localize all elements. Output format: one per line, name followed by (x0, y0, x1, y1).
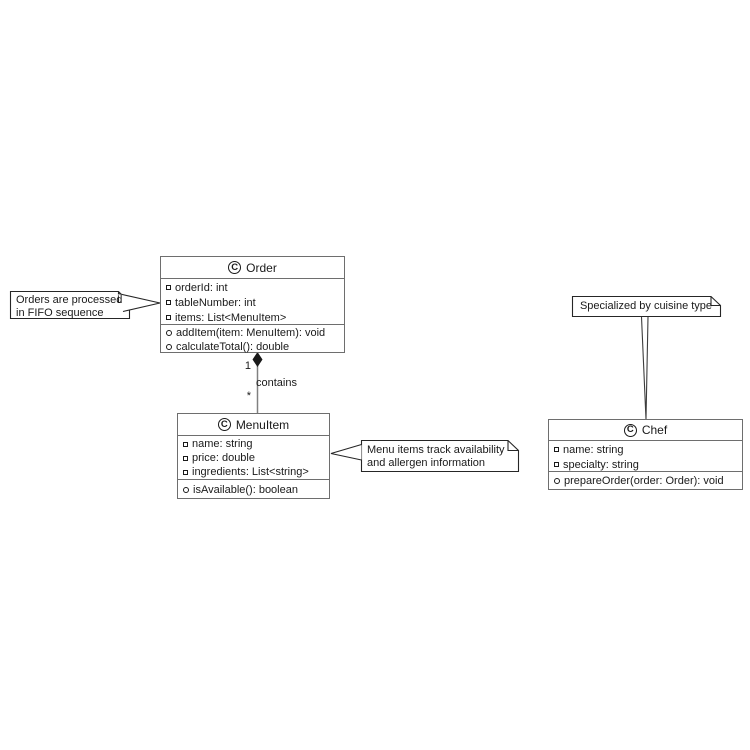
note-cuisine-shape (571, 295, 722, 318)
attributes-section: name: string specialty: string (549, 441, 742, 472)
note-line: Specialized by cuisine type (579, 300, 713, 312)
class-box-order: C Order orderId: int tableNumber: int it… (160, 256, 345, 353)
attribute-row: items: List<MenuItem> (161, 310, 344, 325)
note-availability-shape (360, 439, 520, 473)
attribute-row: price: double (178, 451, 329, 465)
method-row: prepareOrder(order: Order): void (549, 472, 742, 489)
note-line: Menu items track availability (367, 444, 505, 456)
class-box-menuitem: C MenuItem name: string price: double in… (177, 413, 330, 499)
method-marker-icon (183, 486, 189, 493)
class-title-menuitem: C MenuItem (178, 414, 329, 436)
note-line: Orders are processed (16, 294, 123, 306)
cardinality-target: * (246, 390, 251, 402)
method-text: prepareOrder(order: Order): void (564, 474, 724, 487)
attribute-marker-icon (554, 447, 559, 452)
attribute-marker-icon (183, 455, 188, 461)
attribute-row: name: string (178, 437, 329, 451)
method-marker-icon (166, 330, 172, 336)
methods-section: prepareOrder(order: Order): void (549, 472, 742, 489)
class-name: Chef (641, 423, 668, 437)
attribute-marker-icon (166, 315, 171, 320)
method-text: isAvailable(): boolean (193, 483, 298, 496)
attribute-text: specialty: string (563, 458, 639, 471)
class-annotation-icon: C (228, 261, 242, 274)
method-text: calculateTotal(): double (176, 341, 290, 353)
note-cuisine: Specialized by cuisine type (572, 300, 720, 313)
note-fifo-pointer (117, 292, 161, 313)
attribute-text: tableNumber: int (175, 296, 256, 309)
attribute-text: name: string (563, 443, 624, 456)
cardinality-source: 1 (244, 360, 251, 372)
composition-diamond-icon (252, 352, 263, 367)
note-fifo: Orders are processed in FIFO sequence (16, 294, 122, 320)
attribute-marker-icon (166, 300, 171, 305)
attribute-marker-icon (183, 469, 188, 475)
methods-section: isAvailable(): boolean (178, 480, 329, 499)
note-line: and allergen information (367, 457, 486, 469)
method-row: calculateTotal(): double (161, 340, 344, 354)
class-title-chef: C Chef (549, 420, 742, 441)
note-cuisine-fold-icon (710, 296, 721, 307)
note-cuisine-pointer (640, 316, 649, 420)
attribute-text: price: double (192, 452, 255, 464)
methods-section: addItem(item: MenuItem): void calculateT… (161, 325, 344, 354)
method-marker-icon (554, 477, 560, 484)
attribute-marker-icon (166, 285, 171, 290)
attribute-text: name: string (192, 438, 253, 450)
attribute-text: items: List<MenuItem> (175, 311, 287, 324)
attribute-marker-icon (554, 462, 559, 467)
class-annotation-icon: C (217, 418, 231, 431)
class-annotation-icon: C (623, 423, 637, 437)
attribute-row: specialty: string (549, 457, 742, 472)
attribute-text: orderId: int (175, 281, 228, 294)
relationship-label: contains (256, 377, 297, 389)
attribute-marker-icon (183, 441, 188, 447)
attribute-text: ingredients: List<string> (192, 466, 309, 478)
note-availability-pointer (330, 443, 362, 461)
note-availability-fold-icon (507, 440, 519, 452)
method-row: isAvailable(): boolean (178, 480, 329, 499)
method-text: addItem(item: MenuItem): void (176, 327, 326, 339)
attribute-row: orderId: int (161, 280, 344, 295)
note-availability: Menu items track availability and allerg… (367, 444, 505, 470)
class-title-order: C Order (161, 257, 344, 279)
method-marker-icon (166, 344, 172, 350)
class-name: MenuItem (235, 417, 290, 432)
attribute-row: ingredients: List<string> (178, 465, 329, 479)
attributes-section: orderId: int tableNumber: int items: Lis… (161, 279, 344, 325)
class-box-chef: C Chef name: string specialty: string pr… (548, 419, 743, 490)
attribute-row: tableNumber: int (161, 295, 344, 310)
method-row: addItem(item: MenuItem): void (161, 326, 344, 340)
attribute-row: name: string (549, 442, 742, 457)
class-name: Order (246, 260, 277, 275)
note-line: in FIFO sequence (16, 307, 104, 319)
attributes-section: name: string price: double ingredients: … (178, 436, 329, 480)
